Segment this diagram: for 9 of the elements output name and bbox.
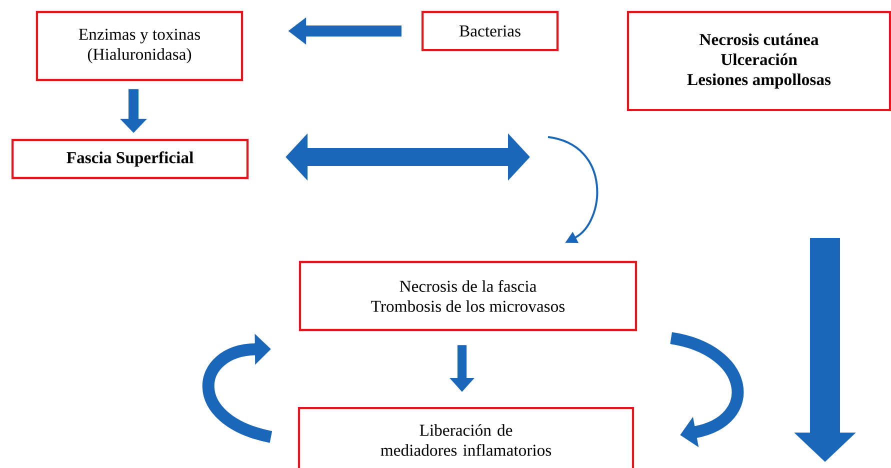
outcome-box: Necrosis cutánea Ulceración Lesiones ampollosas [626,10,891,112]
arrow [548,136,598,243]
process-box: Fascia Superficial [11,138,249,180]
process-box: Bacterias [421,10,559,52]
process-box: Necrosis de la fascia Trombosis de los microvasos [298,260,638,332]
arrow [202,334,272,443]
process-box: Liberación de mediadores inflamatorios [298,406,634,468]
arrow [670,332,744,448]
process-box: Enzimas y toxinas (Hialuronidasa) [36,10,244,82]
